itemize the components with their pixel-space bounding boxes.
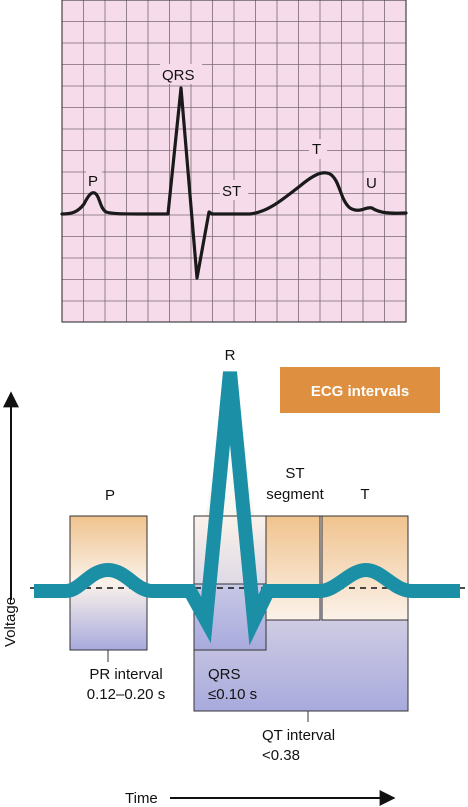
- label-qrs-value: ≤0.10 s: [208, 686, 257, 703]
- ecg-waveform: [34, 371, 460, 646]
- strip-label-u: U: [366, 175, 377, 192]
- strip-label-qrs: QRS: [162, 67, 195, 84]
- label-pr-value: 0.12–0.20 s: [87, 686, 165, 703]
- time-axis-label: Time: [125, 790, 158, 807]
- strip-label-p: P: [88, 173, 98, 190]
- ecg-strip: P QRS ST T U: [60, 0, 408, 323]
- label-pr-interval: PR interval: [89, 666, 162, 683]
- strip-label-t: T: [312, 141, 321, 158]
- label-st-line1: ST: [285, 465, 304, 482]
- label-r: R: [225, 347, 236, 364]
- label-qt-interval: QT interval: [262, 727, 335, 744]
- voltage-axis-label: Voltage: [2, 597, 19, 647]
- label-qt-value: <0.38: [262, 747, 300, 764]
- st-segment-box: [265, 515, 321, 621]
- interval-diagram: ECG intervals R P ST segment T PR interv…: [2, 347, 466, 807]
- label-p: P: [105, 487, 115, 504]
- ecg-intervals-badge-label: ECG intervals: [311, 383, 409, 400]
- label-qrs: QRS: [208, 666, 241, 683]
- strip-label-st: ST: [222, 183, 241, 200]
- ecg-trace: [60, 86, 408, 280]
- ecg-grid-border: [61, 0, 407, 323]
- ecg-intervals-badge: [280, 367, 440, 413]
- label-st-line2: segment: [266, 486, 324, 503]
- label-t: T: [360, 486, 369, 503]
- ecg-grid-lines: [62, 0, 406, 322]
